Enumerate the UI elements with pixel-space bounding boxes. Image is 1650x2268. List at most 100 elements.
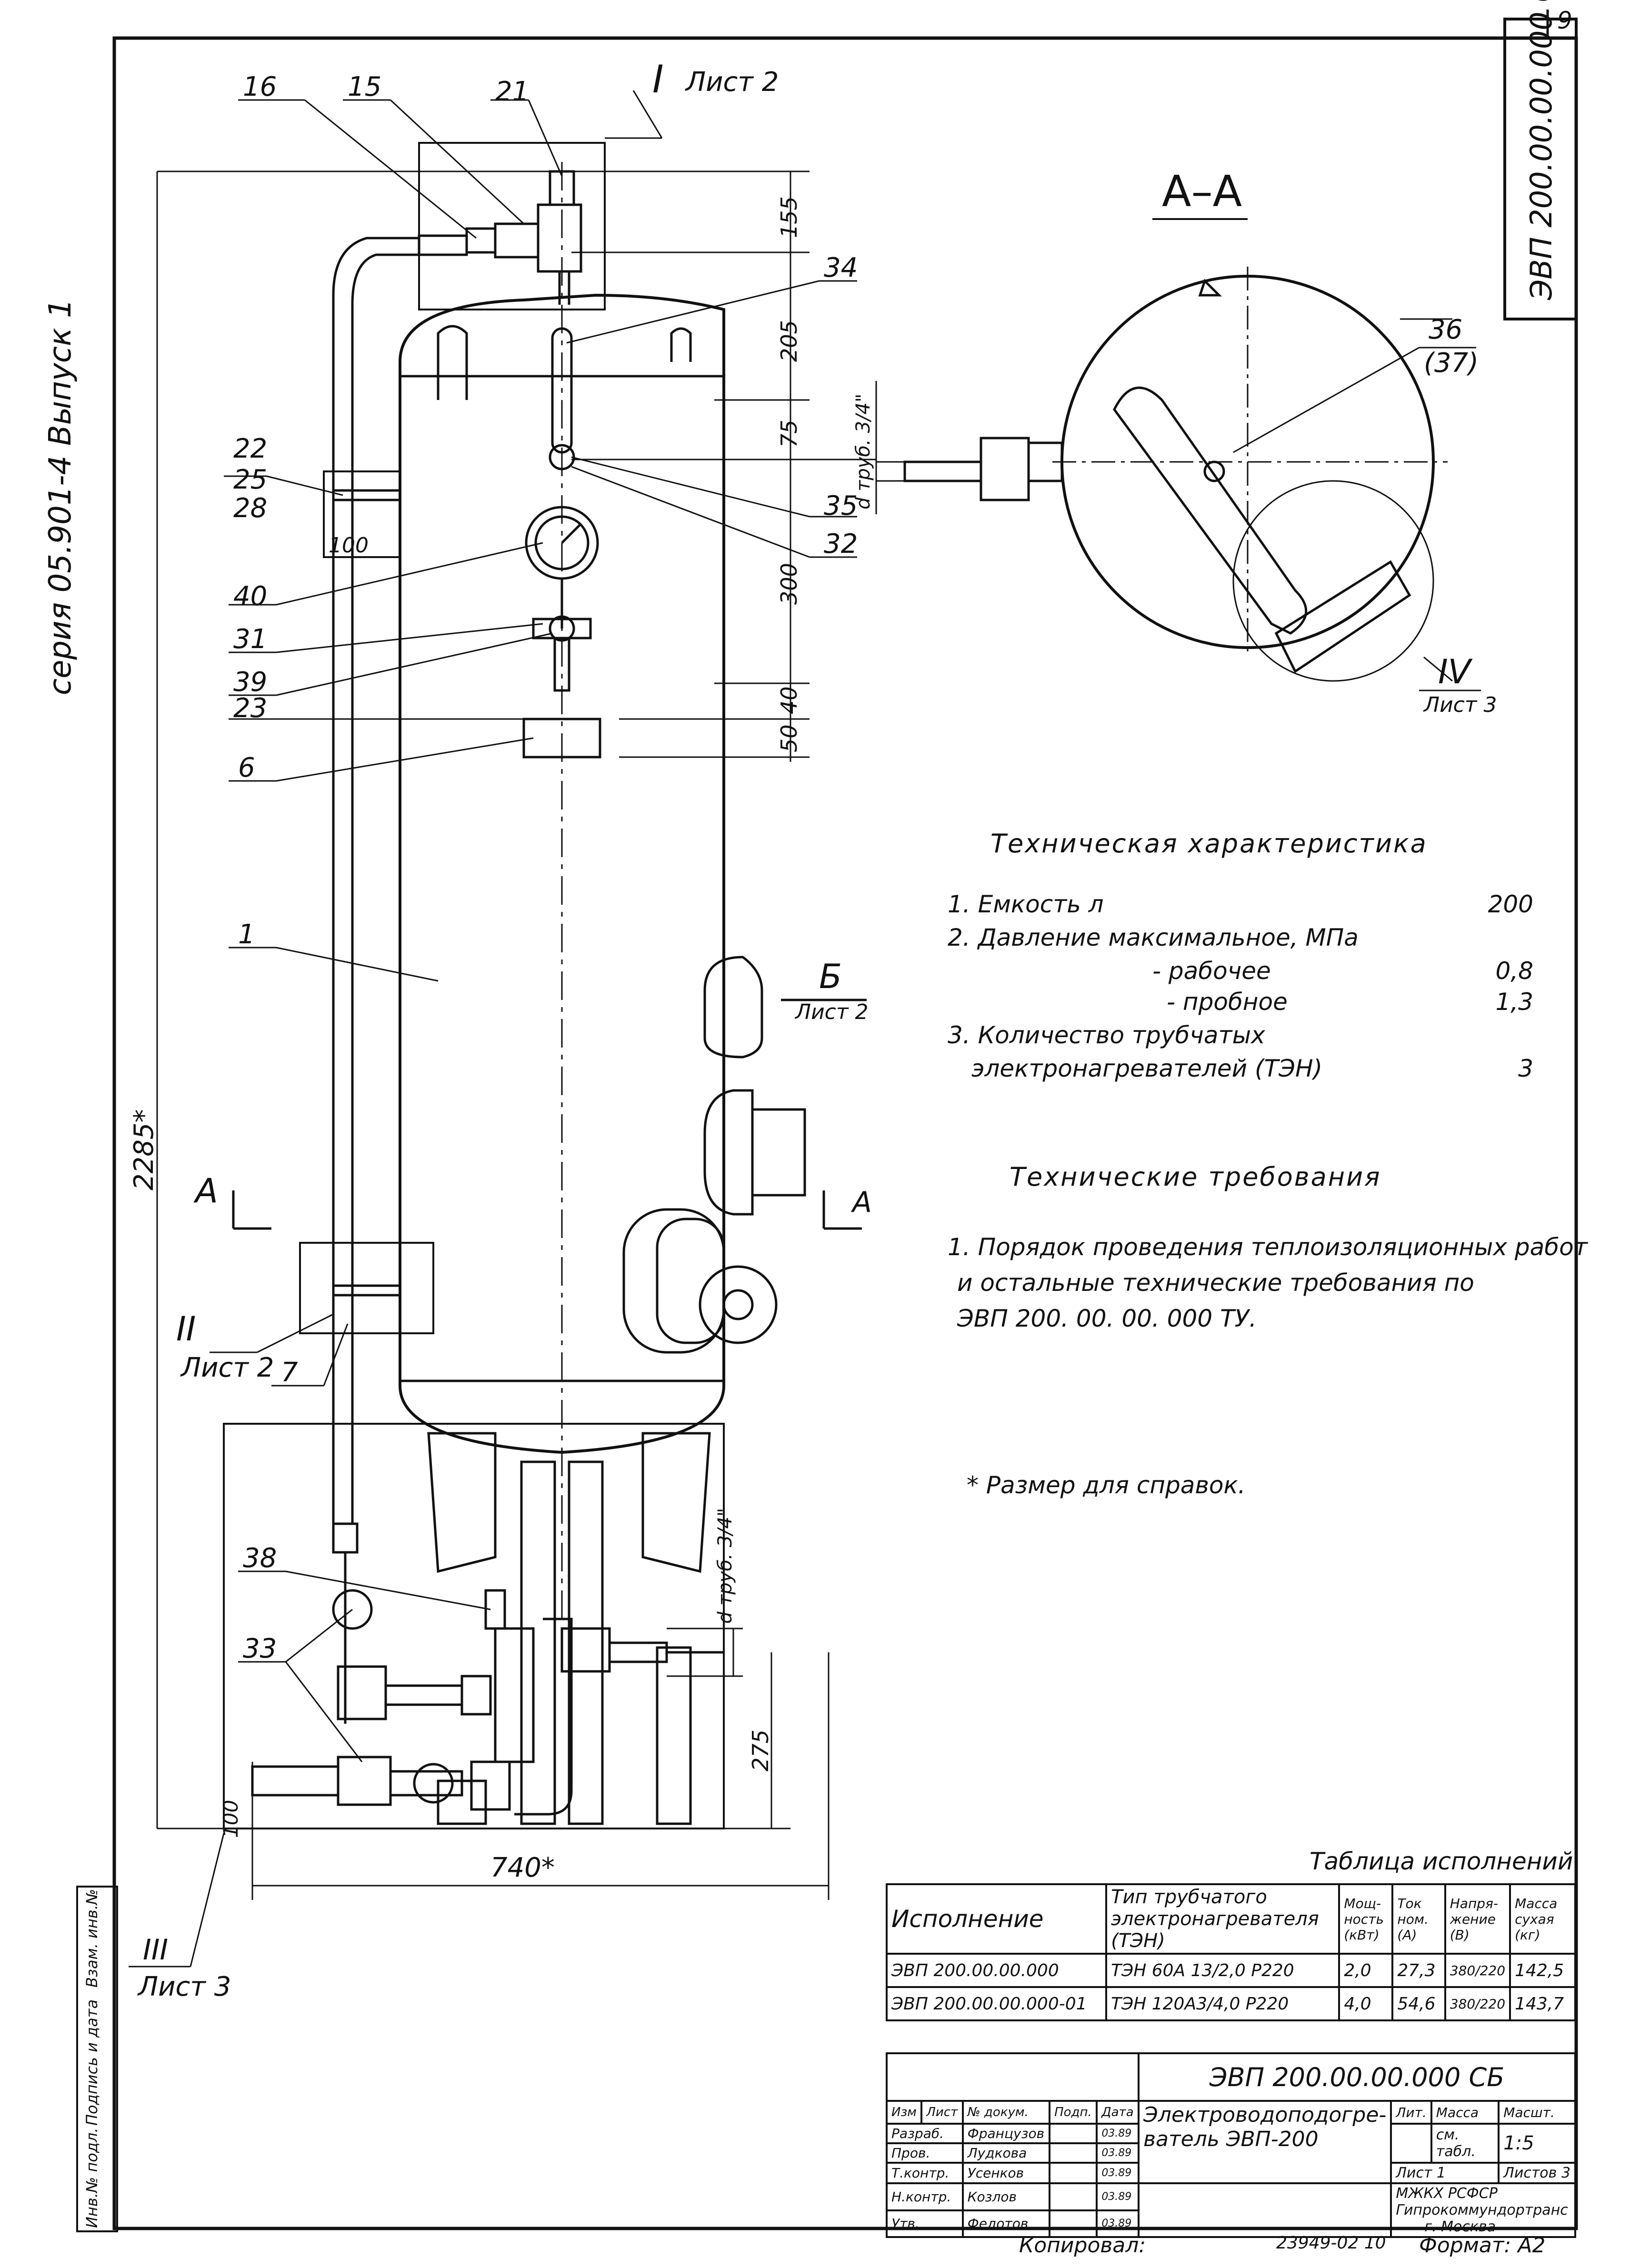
callout-15: 15 (348, 71, 382, 102)
vt-h-power: Мощ- ность (кВт) (1338, 1883, 1394, 1955)
variants-table: Исполнение Тип трубчатого электронагрева… (885, 1883, 1576, 2021)
tb-r3-date: 03.89 (1096, 2162, 1140, 2184)
tech-char-v2b: 1,3 (1495, 988, 1533, 1016)
vt-r0-type: ТЭН 60А 13/2,0 Р220 (1105, 1953, 1340, 1988)
vt-r0-variant: ЭВП 200.00.00.000 (885, 1953, 1108, 1988)
side-stamp-s2: Подпись и дата (83, 1999, 101, 2126)
tech-char-l1: 1. Емкость л (948, 890, 1104, 918)
dimensions-right (156, 170, 877, 1900)
tb-org2: Гипрокоммундортранс (1396, 2202, 1568, 2218)
callout-31: 31 (233, 624, 268, 655)
callout-36: 36 (1429, 314, 1463, 345)
callout-1: 1 (238, 919, 255, 950)
cut-A-right: А (852, 1186, 872, 1219)
tb-sheet: Лист 1 (1390, 2162, 1500, 2184)
footer-copied: Копировал: (1019, 2233, 1146, 2258)
dim-100-bracket: 100 (329, 533, 369, 558)
nameplate (522, 718, 601, 759)
detail-IV-circle (1232, 480, 1434, 682)
tb-h-date: Дата (1096, 2100, 1140, 2125)
tb-scale: 1:5 (1498, 2123, 1576, 2164)
dim-50: 50 (776, 724, 802, 752)
dim-300: 300 (776, 563, 802, 605)
tb-r3-role: Т.контр. (886, 2162, 964, 2184)
vessel-body (399, 162, 726, 1619)
tech-req-title: Технические требования (1010, 1162, 1381, 1192)
tech-req-l2: и остальные технические требования по (957, 1269, 1474, 1297)
cut-A-left: А (195, 1171, 218, 1210)
vt-r1-type: ТЭН 120А3/4,0 Р220 (1105, 1986, 1340, 2021)
nozzle-B (703, 956, 763, 1059)
tb-sheets: Листов 3 (1498, 2162, 1576, 2184)
sheet-number: 9 (1557, 7, 1572, 34)
dim-205: 205 (776, 320, 802, 362)
bypass-pipe (332, 237, 419, 1524)
tech-char-v2a: 0,8 (1495, 957, 1533, 985)
dim-40: 40 (776, 686, 802, 714)
callout-38: 38 (243, 1543, 277, 1574)
tech-char-title: Техническая характеристика (990, 829, 1428, 859)
callout-16: 16 (243, 71, 277, 102)
tb-name-l1: Электроводоподогре- (1143, 2103, 1387, 2127)
view-III-sheet: Лист 3 (138, 1971, 231, 2002)
callout-23: 23 (233, 693, 268, 724)
section-marks (232, 999, 867, 1230)
tech-req-l3: ЭВП 200. 00. 00. 000 ТУ. (957, 1305, 1257, 1332)
view-II-label: II (176, 1309, 196, 1349)
callout-22: 22 (233, 433, 268, 464)
variants-table-title: Таблица исполнений (1310, 1848, 1573, 1875)
vt-r1-power: 4,0 (1338, 1986, 1394, 2021)
vt-r1-voltage: 380/220 (1444, 1986, 1511, 2021)
tb-r3-name: Усенков (961, 2162, 1051, 2184)
tb-lit: Лит. (1390, 2100, 1432, 2125)
tb-r5-date: 03.89 (1096, 2209, 1140, 2238)
tb-r4-role: Н.контр. (886, 2182, 964, 2211)
vt-r0-mass: 142,5 (1509, 1953, 1576, 1988)
lifting-lug-left (437, 325, 468, 400)
vt-r0-voltage: 380/220 (1444, 1953, 1511, 1988)
tech-char-l2a: - рабочее (1152, 957, 1271, 985)
tb-h-izm: Изм (885, 2100, 923, 2125)
dim-740: 740* (490, 1852, 555, 1883)
footer-format: Формат: А2 (1419, 2233, 1546, 2258)
tb-r2-name: Лудкова (961, 2142, 1051, 2164)
leader-lines (129, 90, 857, 1968)
tb-r5-role: Утв. (886, 2209, 964, 2238)
tb-h-list: Лист (920, 2100, 964, 2125)
bottom-piping (251, 1522, 724, 1816)
view-B-label: Б (819, 957, 842, 996)
tb-masht: Масшт. (1498, 2100, 1576, 2125)
tech-req-l1: 1. Порядок проведения теплоизоляционных … (948, 1233, 1588, 1261)
callout-6: 6 (238, 752, 255, 783)
tb-r4-name: Козлов (961, 2182, 1051, 2211)
vt-h-variant: Исполнение (885, 1883, 1108, 1955)
doc-code-box (1503, 18, 1578, 320)
view-I-sheet: Лист 2 (686, 67, 779, 98)
callout-35: 35 (824, 490, 858, 521)
callout-25: 25 (233, 464, 268, 495)
callout-39: 39 (233, 667, 268, 698)
callout-7: 7 (281, 1357, 298, 1388)
vt-r0-current: 27,3 (1391, 1953, 1446, 1988)
tb-org1: МЖКХ РСФСР (1396, 2185, 1498, 2202)
callout-40: 40 (233, 581, 268, 612)
callout-21: 21 (495, 76, 530, 107)
level-glass (551, 327, 573, 454)
tb-r1-date: 03.89 (1096, 2123, 1140, 2144)
view-IV-label: IV (1438, 652, 1471, 691)
vt-h-current: Ток ном. (А) (1391, 1883, 1446, 1955)
side-stamp-s1: Инв.№ подл. (83, 2128, 101, 2228)
tech-char-l3: 3. Количество трубчатых (948, 1021, 1265, 1049)
tb-designation: ЭВП 200.00.00.000 СБ (1138, 2052, 1576, 2102)
side-stamp: Инв.№ подл. Подпись и дата Взам. инв.№ (76, 1886, 118, 2232)
tech-char-l2: 2. Давление максимальное, МПа (948, 924, 1359, 951)
tb-massa-val: см. табл. (1430, 2123, 1500, 2164)
view-II-sheet: Лист 2 (181, 1352, 274, 1383)
dim-2285: 2285* (129, 1109, 160, 1190)
view-B-sheet: Лист 2 (795, 1000, 869, 1024)
tb-r2-date: 03.89 (1096, 2142, 1140, 2164)
tb-r5-name: Федотов (961, 2209, 1051, 2238)
vt-h-voltage: Напря- жение (В) (1444, 1883, 1511, 1955)
pipe-bracket-II (299, 1242, 434, 1334)
